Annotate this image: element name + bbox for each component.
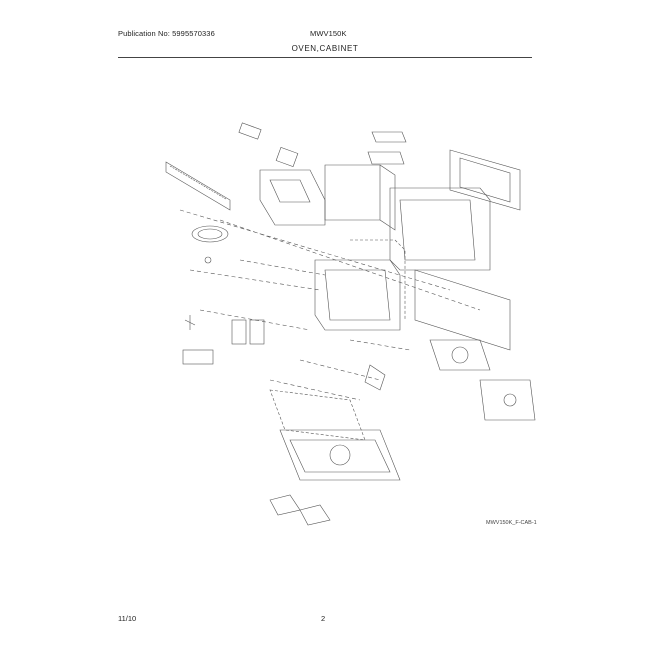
publication-number: Publication No: 5995570336 [118, 29, 215, 38]
control-assembly [259, 169, 326, 226]
legend-parts [184, 315, 196, 330]
model-number: MWV150K [310, 29, 347, 38]
rear-frame [449, 149, 521, 211]
side-panel [414, 269, 511, 351]
turntable [191, 225, 229, 243]
foot-part [269, 494, 301, 516]
footer-date: 11/10 [118, 614, 137, 623]
filter-part [371, 131, 407, 143]
motor-assembly [429, 339, 491, 371]
exploded-parts-diagram [165, 122, 536, 526]
section-title: OVEN,CABINET [291, 44, 359, 53]
base-panel [279, 429, 401, 481]
grille-part [165, 161, 231, 211]
oven-cavity [314, 259, 401, 331]
cabinet-block [324, 164, 381, 221]
header-rule [118, 57, 532, 58]
vent-part [238, 122, 262, 140]
page-number: 2 [321, 614, 326, 623]
diagram-code: MWV150K_F-CAB-1 [486, 520, 537, 526]
door-switch-assembly [479, 379, 536, 421]
